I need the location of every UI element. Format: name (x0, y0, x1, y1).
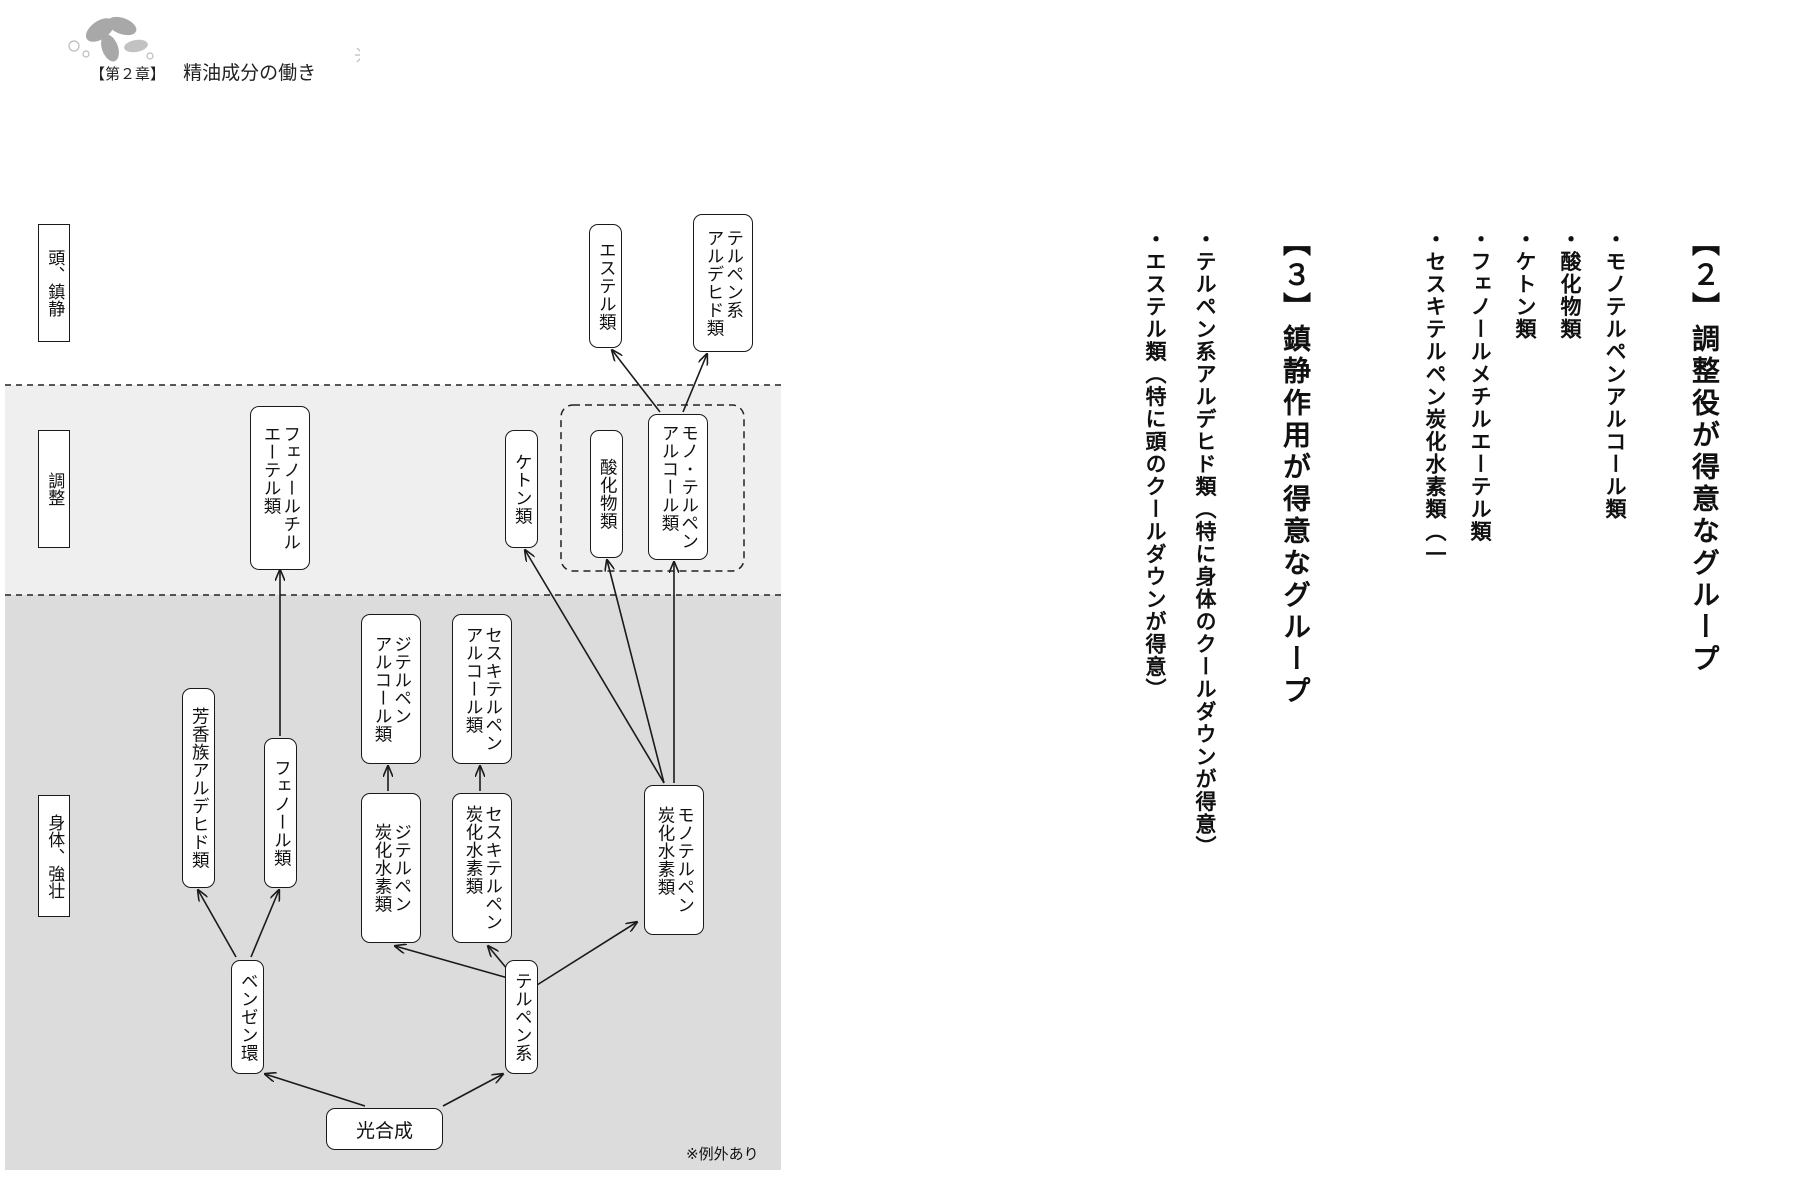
node-terpene: テルペン系 (505, 960, 538, 1074)
node-diterpene-hydrocarbon: ジテルペン炭化水素類 (361, 793, 421, 943)
component-flow-diagram: 頭、鎮静 調整 身体、強壮 光合成 ベンゼン環 テルペン系 芳香族アルデヒド類 … (0, 0, 800, 1200)
chapter-title: 精油成分の働き (183, 62, 317, 84)
node-benzene-ring: ベンゼン環 (231, 960, 264, 1074)
node-oxide: 酸化物類 (590, 430, 623, 558)
chapter-header: 【第２章】 精油成分の働き (90, 58, 316, 85)
exception-note: ※例外あり (686, 1145, 759, 1163)
section-3-item: ・エステル類（特に頭のクールダウンが得意） (1143, 228, 1167, 701)
section-2-item: ・モノテルペンアルコール類 (1603, 228, 1627, 521)
side-label-balance: 調整 (38, 430, 70, 548)
node-sesquiterpene-alcohol: セスキテルペンアルコール類 (452, 614, 512, 764)
connector-lines (5, 0, 781, 1107)
section-2-heading: 【２】調整役が得意なグループ (1688, 228, 1721, 676)
section-3-item: ・テルペン系アルデヒド類（特に身体のクールダウンが得意） (1193, 228, 1217, 858)
node-sesquiterpene-hydrocarbon: セスキテルペン炭化水素類 (452, 793, 512, 943)
node-photosynthesis: 光合成 (326, 1108, 443, 1150)
node-diterpene-alcohol: ジテルペンアルコール類 (361, 614, 421, 764)
floral-ornament-icon (68, 16, 360, 63)
node-monoterpene-alcohol: モノ･テルペンアルコール類 (648, 414, 708, 560)
node-aromatic-aldehyde: 芳香族アルデヒド類 (182, 688, 215, 888)
section-2-item: ・フェノールメチルエーテル類 (1468, 228, 1492, 543)
side-label-body-tonic: 身体、強壮 (38, 795, 70, 917)
chapter-number: 【第２章】 (90, 65, 166, 83)
section-2-item: ・ケトン類 (1513, 228, 1537, 341)
node-ester: エステル類 (589, 224, 622, 348)
node-monoterpene-hydrocarbon: モノテルペン炭化水素類 (644, 785, 704, 935)
section-3-heading: 【３】鎮静作用が得意なグループ (1279, 228, 1312, 708)
section-2-item: ・セスキテルペン炭化水素類（一 (1423, 228, 1447, 566)
node-terpene-aldehyde: テルペン系アルデヒド類 (693, 214, 753, 352)
node-phenol: フェノール類 (264, 738, 297, 888)
node-phenol-methyl-ether: フェノールチルエーテル類 (250, 406, 310, 570)
section-2-item: ・酸化物類 (1558, 228, 1582, 341)
side-label-head-calming: 頭、鎮静 (38, 224, 70, 342)
node-ketone: ケトン類 (505, 430, 538, 548)
